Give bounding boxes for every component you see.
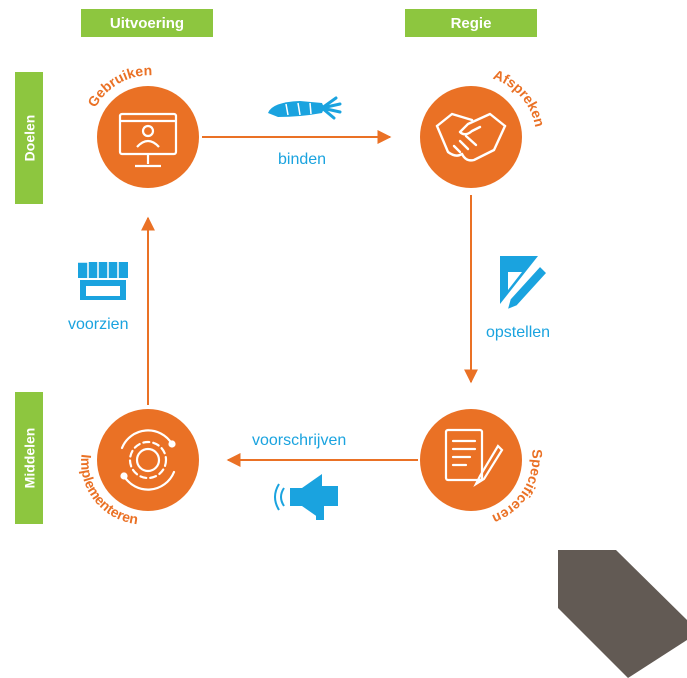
megaphone-icon: [274, 474, 338, 520]
row-label-middelen: Middelen: [15, 392, 43, 524]
node-implementeren: Implementeren: [78, 409, 199, 527]
carrot-icon: [268, 96, 342, 120]
column-header-regie: Regie: [405, 9, 537, 37]
document-pen-icon: [444, 428, 504, 488]
edge-label-voorschrijven: voorschrijven: [252, 432, 347, 449]
column-header-uitvoering-label: Uitvoering: [109, 14, 185, 32]
shop-awning-icon: [78, 261, 128, 300]
edge-label-binden: binden: [278, 151, 327, 168]
triangle-ruler-pencil-icon: [500, 256, 549, 312]
column-header-regie-label: Regie: [450, 14, 492, 32]
node-specificeren: Specificeren: [420, 409, 546, 527]
edge-label-opstellen: opstellen: [486, 324, 551, 341]
corner-tag-shape: [558, 550, 687, 678]
column-header-uitvoering: Uitvoering: [81, 9, 213, 37]
edge-label-voorzien: voorzien: [68, 316, 129, 333]
node-afspreken: Afspreken: [420, 66, 548, 188]
monitor-user-icon: [118, 112, 178, 168]
node-gebruiken: Gebruiken: [84, 62, 199, 188]
row-label-doelen: Doelen: [15, 72, 43, 204]
gear-cycle-icon: [120, 429, 176, 491]
handshake-icon: [435, 112, 507, 162]
